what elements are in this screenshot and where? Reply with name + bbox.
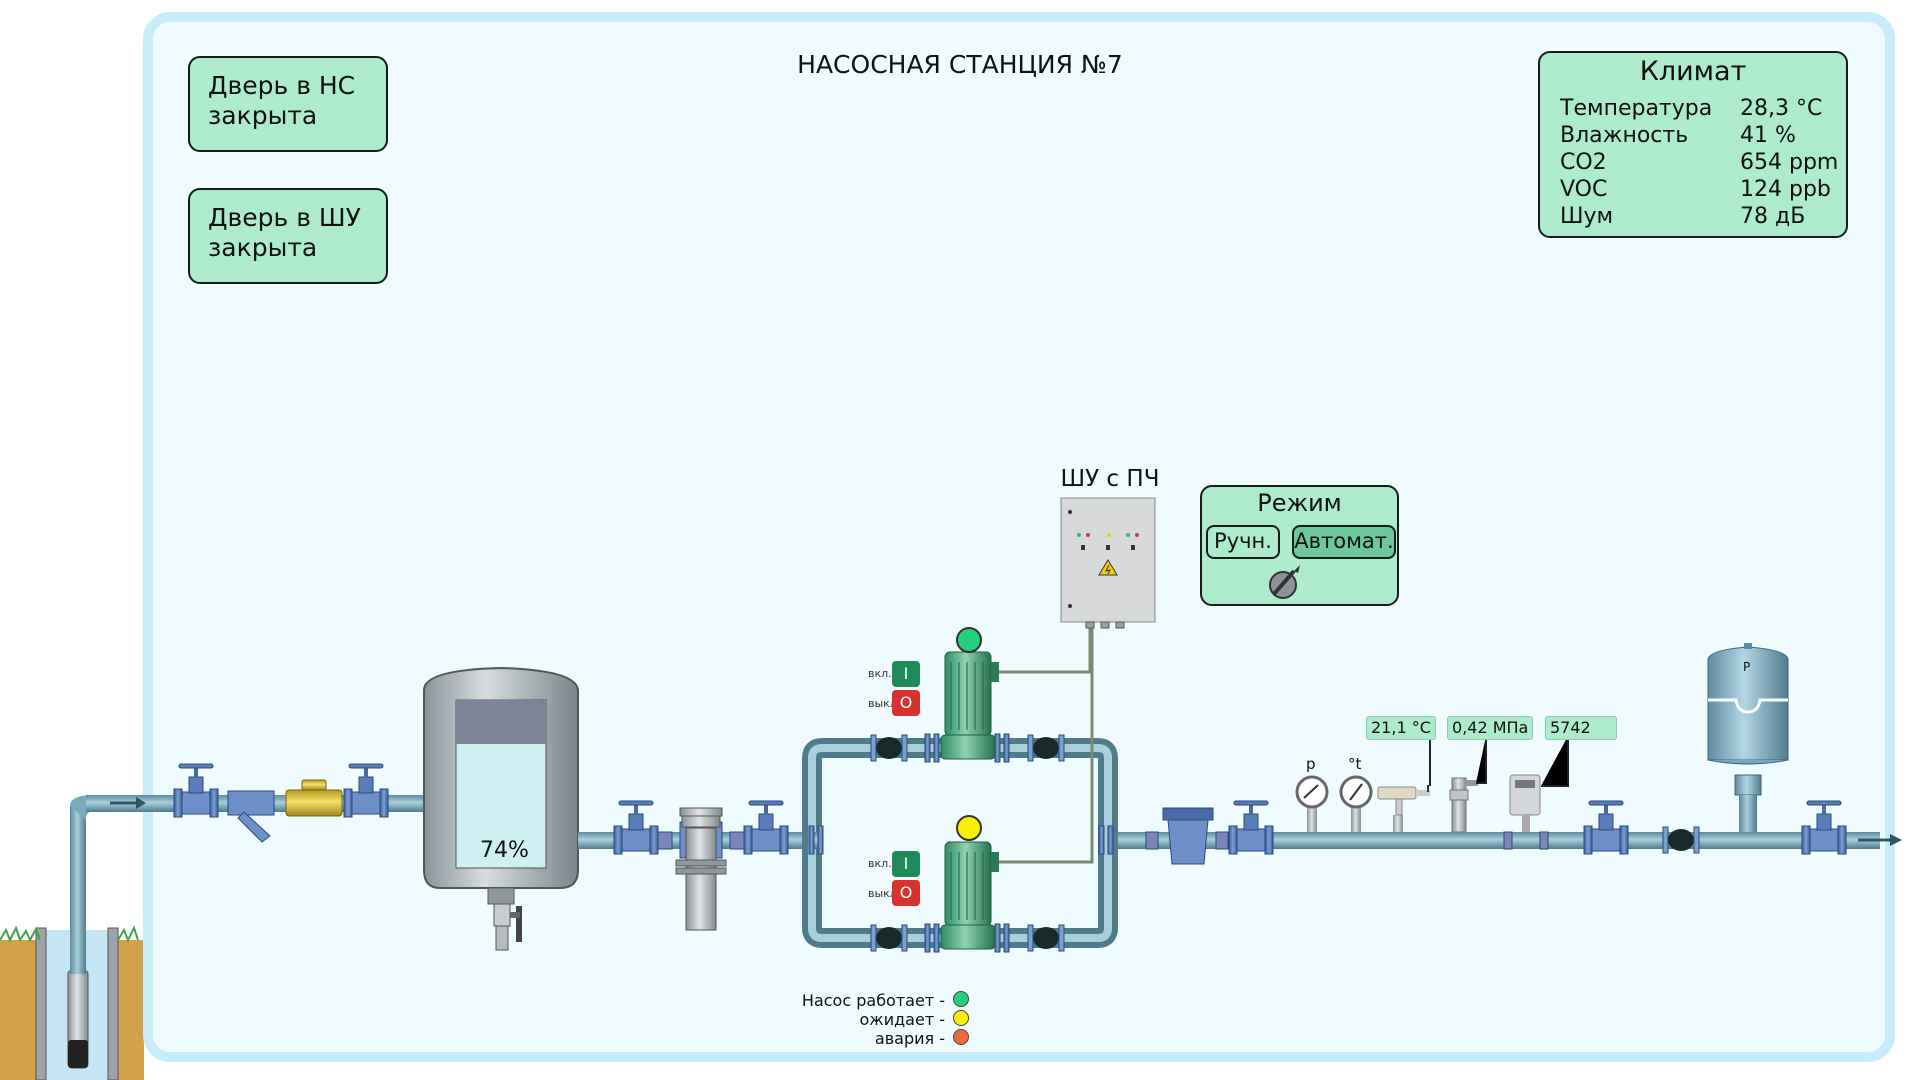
climate-title: Климат bbox=[1639, 56, 1747, 87]
climate-value: 28,3 °C bbox=[1740, 96, 1823, 121]
climate-label: Шум bbox=[1560, 204, 1614, 229]
mode-auto-button[interactable]: Автомат. bbox=[1292, 525, 1396, 559]
climate-row: Шум 78 дБ bbox=[1560, 204, 1846, 231]
mode-panel: Режим Ручн. Автомат. bbox=[1200, 485, 1399, 606]
legend-label-waiting: ожидает - bbox=[859, 1010, 946, 1029]
climate-label: Температура bbox=[1560, 96, 1713, 121]
climate-value: 654 ppm bbox=[1740, 150, 1839, 175]
climate-panel: Климат Температура 28,3 °C Влажность 41 … bbox=[1538, 51, 1848, 238]
door-status-ns-text: Дверь в НС закрыта bbox=[208, 71, 356, 130]
storage-tank[interactable] bbox=[424, 668, 578, 908]
control-cabinet-title: ШУ с ПЧ bbox=[1060, 466, 1160, 492]
climate-value: 41 % bbox=[1740, 123, 1796, 148]
door-status-shu: Дверь в ШУ закрыта bbox=[188, 188, 388, 284]
pump-1-on-caption: вкл. bbox=[868, 667, 892, 680]
legend-label-running: Насос работает - bbox=[801, 991, 945, 1010]
tank-level-text: 74% bbox=[480, 838, 529, 863]
climate-row: Влажность 41 % bbox=[1560, 123, 1846, 150]
climate-row: CO2 654 ppm bbox=[1560, 150, 1846, 177]
legend-dot-running bbox=[953, 991, 969, 1007]
pump-2-status-indicator bbox=[956, 815, 982, 841]
pump-1[interactable] bbox=[941, 652, 999, 759]
door-status-shu-text: Дверь в ШУ закрыта bbox=[208, 203, 361, 262]
climate-row: VOC 124 ppb bbox=[1560, 177, 1846, 204]
climate-value: 78 дБ bbox=[1740, 204, 1806, 229]
mode-title: Режим bbox=[1257, 489, 1342, 517]
legend-label-alarm: авария - bbox=[874, 1029, 945, 1048]
pump-2-stop-button[interactable]: O bbox=[892, 880, 920, 906]
control-cabinet[interactable] bbox=[1061, 498, 1155, 622]
temperature-readout: 21,1 °C bbox=[1366, 716, 1436, 740]
flow-counter-readout: 5742 bbox=[1545, 716, 1617, 740]
pump-1-start-button[interactable]: I bbox=[892, 661, 920, 687]
climate-label: CO2 bbox=[1560, 150, 1607, 175]
mode-selector-knob-icon[interactable] bbox=[1268, 561, 1304, 601]
pressure-readout: 0,42 МПа bbox=[1447, 716, 1534, 740]
pump-1-status-indicator bbox=[956, 627, 982, 653]
climate-label: Влажность bbox=[1560, 123, 1689, 148]
temperature-gauge-label: °t bbox=[1348, 755, 1362, 773]
pump-2[interactable] bbox=[941, 842, 999, 949]
climate-label: VOC bbox=[1560, 177, 1608, 202]
mode-manual-button[interactable]: Ручн. bbox=[1206, 525, 1280, 559]
climate-value: 124 ppb bbox=[1740, 177, 1831, 202]
legend-dot-waiting bbox=[953, 1010, 969, 1026]
pump-1-stop-button[interactable]: O bbox=[892, 690, 920, 716]
climate-row: Температура 28,3 °C bbox=[1560, 96, 1846, 123]
pump-2-start-button[interactable]: I bbox=[892, 851, 920, 877]
pressure-gauge-label: p bbox=[1306, 755, 1316, 773]
door-status-ns: Дверь в НС закрыта bbox=[188, 56, 388, 152]
page-title: НАСОСНАЯ СТАНЦИЯ №7 bbox=[797, 50, 1123, 79]
expansion-tank-label: P bbox=[1743, 660, 1751, 674]
legend-dot-alarm bbox=[953, 1029, 969, 1045]
pump-2-on-caption: вкл. bbox=[868, 857, 892, 870]
